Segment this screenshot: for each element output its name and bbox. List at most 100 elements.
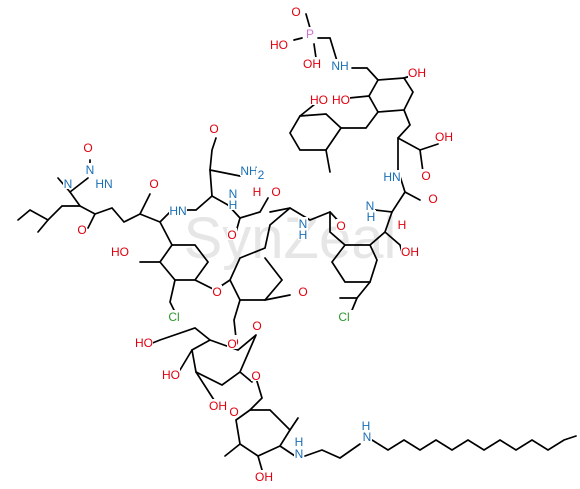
bond-18 — [329, 211, 393, 246]
atom-label-o-5: O — [271, 185, 280, 199]
bond-52 — [235, 409, 292, 457]
atom-label-bg — [362, 430, 372, 442]
atom-label-o-4: O — [227, 228, 236, 242]
atom-label-bg — [294, 447, 304, 459]
atom-label-o-acid: O — [421, 169, 430, 183]
bond-38 — [69, 177, 89, 193]
bond-26 — [233, 299, 241, 339]
bond-35 — [17, 205, 81, 222]
atom-label-o-6: O — [428, 192, 437, 206]
atom-label-bg — [298, 285, 308, 297]
atom-label-ho-r2: HO — [310, 93, 328, 107]
atom-label-o-7: O — [336, 219, 345, 233]
bond-0 — [305, 13, 311, 29]
bond-55 — [279, 445, 296, 457]
bond-33 — [69, 191, 161, 224]
atom-label-o-amide2: O — [149, 177, 158, 191]
bond-3 — [317, 37, 338, 62]
bond-19 — [330, 244, 378, 283]
bond-6 — [397, 109, 411, 139]
atom-label-o-8: O — [212, 285, 221, 299]
bond-7 — [340, 111, 379, 129]
atom-label-o-14: O — [229, 405, 238, 419]
bond-12 — [325, 149, 331, 173]
atom-label-bg — [435, 130, 453, 142]
atom-label-bg — [169, 204, 187, 216]
atom-label-o-amide1: O — [77, 223, 86, 237]
atom-label-o-3: O — [209, 122, 218, 136]
atom-label-nh-6: N — [363, 430, 372, 444]
atom-label-bg — [335, 310, 353, 322]
atom-label-nh2-sub: 2 — [258, 168, 265, 182]
bond-48 — [179, 349, 193, 371]
atom-label-ho-5: HO — [162, 368, 180, 382]
atom-label-bg — [227, 337, 237, 349]
atom-label-bg — [83, 141, 93, 153]
atom-label-bg — [85, 163, 95, 175]
atom-label-bg — [209, 122, 219, 134]
atom-label-h-5: H — [362, 419, 371, 433]
atom-label-bg — [303, 57, 321, 69]
bond-30 — [169, 279, 176, 313]
bond-14 — [419, 149, 424, 173]
atom-label-h-1: H — [229, 198, 238, 212]
bond-44 — [227, 197, 269, 219]
atom-label-nh-4: N — [366, 199, 375, 213]
bond-42 — [209, 137, 217, 197]
bonds — [17, 13, 577, 471]
atom-label-bg — [255, 470, 273, 482]
atom-label-hn-3: HN — [383, 170, 400, 184]
atom-label-bg — [227, 228, 237, 240]
bond-27 — [264, 294, 291, 301]
atom-label-bg — [366, 210, 376, 222]
atom-label-bg — [383, 170, 401, 182]
bond-4 — [351, 67, 379, 81]
bond-56 — [289, 417, 299, 431]
atom-label-n-methyl: N — [64, 177, 73, 191]
bond-47 — [149, 327, 211, 345]
atom-label-bg — [270, 38, 288, 50]
atom-label-bg — [331, 59, 349, 71]
atom-label-h-6: H — [253, 185, 262, 199]
atom-label-bg — [421, 169, 431, 181]
atom-label-bg — [111, 245, 129, 257]
atom-label-n-h1: N — [229, 187, 238, 201]
atom-label-h-2: H — [299, 228, 308, 242]
atom-label-bg — [212, 285, 222, 297]
bond-40 — [139, 193, 151, 215]
atom-label-bg — [229, 405, 239, 417]
atom-label-oh-acid: OH — [435, 130, 453, 144]
atom-label-bg — [240, 164, 258, 176]
atom-label-bg — [397, 218, 407, 230]
bond-57 — [304, 443, 361, 459]
bond-8 — [348, 95, 370, 99]
atom-label-hn-1: HN — [95, 177, 112, 191]
atom-label-bg — [361, 419, 371, 431]
atom-label-oh-7: OH — [255, 470, 273, 484]
bond-10 — [289, 113, 342, 151]
bond-1 — [293, 37, 303, 41]
bond-36 — [37, 219, 49, 233]
bond-22 — [269, 207, 331, 221]
bond-13 — [397, 137, 439, 151]
bond-43 — [209, 169, 241, 177]
atom-label-nh2: NH — [240, 164, 257, 178]
atom-label-bg — [298, 228, 308, 240]
atom-label-bg — [310, 93, 328, 105]
atom-label-p: P — [306, 27, 314, 41]
atom-label-nh-5: N — [295, 447, 304, 461]
atom-label-bg — [228, 198, 238, 210]
atom-label-ho-2: HO — [111, 245, 129, 259]
atom-label-bg — [401, 245, 419, 257]
bond-2 — [313, 43, 317, 59]
atom-label-bg — [298, 217, 308, 229]
bond-41 — [159, 194, 229, 223]
atom-label-bg — [256, 168, 266, 180]
atom-label-cl-1: Cl — [168, 310, 179, 324]
atom-label-oh-6: OH — [209, 399, 227, 413]
bond-51 — [249, 377, 263, 411]
atom-label-ho-4: HO — [135, 336, 153, 350]
atom-label-o-p1: O — [291, 5, 300, 19]
bond-58 — [371, 435, 577, 452]
